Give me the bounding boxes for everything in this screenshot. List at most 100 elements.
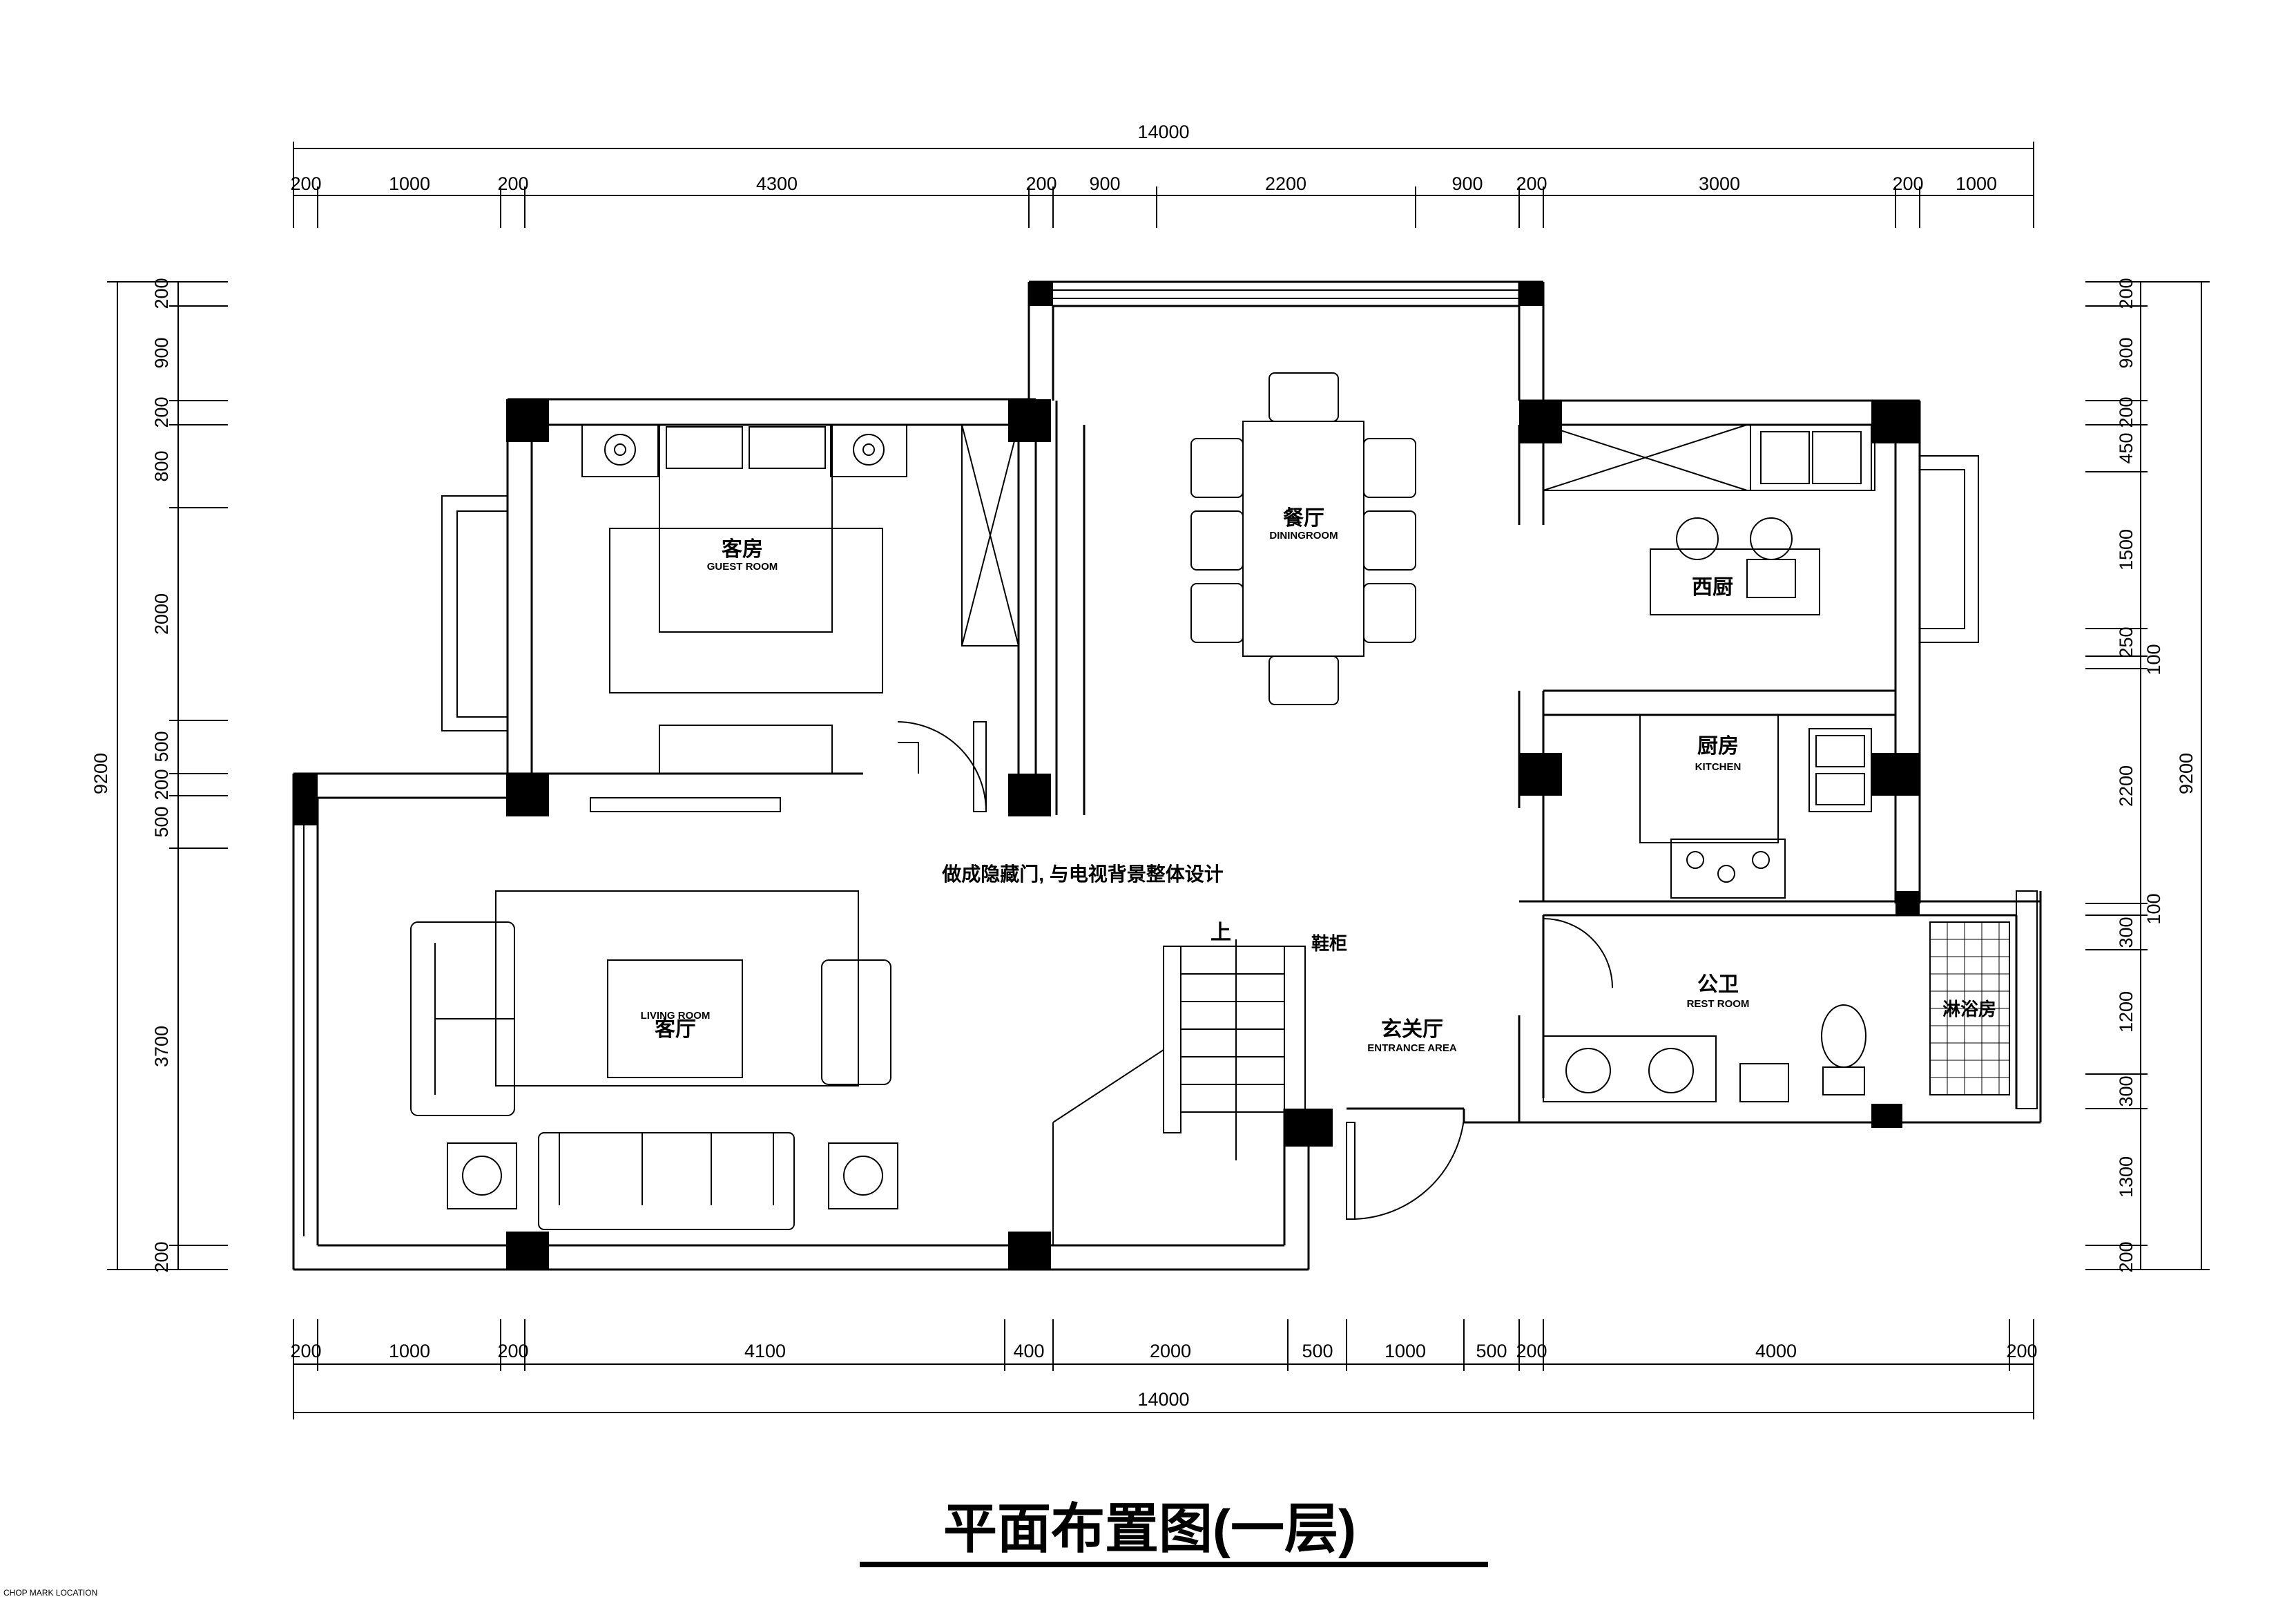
bottom-segment-labels: 200 1000 200 4100 400 2000 500 1000 500 … [290,1341,2037,1361]
dim-label: 4100 [744,1341,786,1361]
guest-room-furniture [581,424,1019,774]
top-dimension-group [293,142,2034,228]
dim-label: 100 [2143,644,2164,675]
dim-label: 200 [1025,173,1057,194]
hidden-door [897,721,987,812]
dim-label: 450 [2116,432,2136,463]
stairs-up-label: 上 [1210,921,1231,944]
dim-label: 500 [1476,1341,1507,1361]
dim-label: 200 [151,278,172,309]
bottom-dimension-group [293,1319,2034,1419]
dim-label: 900 [1089,173,1120,194]
dim-label: 1000 [1956,173,1997,194]
stove [1670,839,1786,899]
bottom-total-dimension: 14000 [1137,1389,1189,1410]
dim-label: 200 [2116,396,2136,428]
wardrobe [961,424,1019,647]
western-kitchen-furniture [1543,424,1875,615]
rest-room-label-en: REST ROOM [1687,998,1750,1010]
dim-label: 1200 [2116,991,2136,1033]
dim-label: 200 [290,1341,321,1361]
dim-label: 400 [1013,1341,1044,1361]
dim-label: 1300 [2116,1156,2136,1198]
dim-label: 2200 [1265,173,1306,194]
dining-furniture [1190,372,1416,705]
left-segment-labels: 200 900 200 800 2000 500 200 500 3700 20… [151,278,172,1272]
guest-room-label: 客房 [722,537,763,561]
sofa-bottom [538,1132,795,1230]
kitchen-counter [1639,714,1779,843]
dining-room-label-en: DININGROOM [1269,530,1338,542]
dim-label: 100 [2143,893,2164,924]
dim-label: 3000 [1699,173,1740,194]
tv-cabinet-guest [659,725,833,774]
shower-room-label: 淋浴房 [1942,999,1996,1019]
rest-room-fixtures [1543,918,2010,1102]
dim-label: 300 [2116,1075,2136,1107]
guest-room-label-en: GUEST ROOM [707,561,778,573]
shoe-cabinet [1284,946,1306,1113]
living-room-label: 客厅 [655,1017,696,1041]
right-total-dimension: 9200 [2176,753,2197,794]
dim-label: 200 [1516,1341,1547,1361]
dim-label: 4300 [756,173,798,194]
tv-wall [590,797,781,812]
left-total-dimension: 9200 [90,753,111,794]
rest-room-label: 公卫 [1697,973,1739,996]
hidden-door-note: 做成隐藏门, 与电视背景整体设计 [941,863,1224,885]
rug-living [495,890,859,1086]
dim-label: 800 [151,450,172,481]
drawing-title: 平面布置图(一层) [943,1498,1356,1559]
western-kitchen-label: 西厨 [1692,576,1733,599]
dim-label: 200 [151,396,172,428]
dining-room-label: 餐厅 [1283,507,1324,530]
kitchen-label-en: KITCHEN [1695,761,1742,773]
living-room-furniture [410,797,898,1230]
dim-label: 200 [497,1341,528,1361]
dim-label: 900 [151,337,172,368]
dim-label: 3700 [151,1026,172,1067]
dim-label: 500 [151,806,172,837]
dim-label: 2000 [151,593,172,635]
dim-label: 1000 [389,1341,430,1361]
entrance-label-en: ENTRANCE AREA [1367,1042,1457,1054]
corner-mark: CHOP MARK LOCATION [3,1588,97,1598]
dim-label: 200 [2006,1341,2037,1361]
entrance-label: 玄关厅 [1381,1017,1443,1041]
dim-label: 200 [2116,278,2136,309]
top-total-dimension: 14000 [1137,122,1189,142]
dim-label: 900 [1451,173,1483,194]
dim-label: 200 [1516,173,1547,194]
staircase [1052,939,1306,1245]
dim-label: 1000 [389,173,430,194]
living-room-label-en: LIVING ROOM [641,1010,711,1022]
coffee-table [607,959,743,1078]
dim-label: 200 [2116,1241,2136,1272]
counter [1543,424,1875,491]
dim-label: 250 [2116,626,2136,658]
rug [609,528,883,693]
nightstand-right [830,424,907,477]
dim-label: 200 [1892,173,1923,194]
nightstand-left [581,424,659,477]
kitchen-label: 厨房 [1697,735,1739,758]
armchair-right [821,959,891,1085]
entrance-door [1346,1118,1465,1220]
left-dimension-group [107,281,228,1270]
dim-label: 2000 [1150,1341,1191,1361]
shower-grid [1930,922,2009,1095]
dim-label: 1000 [1385,1341,1426,1361]
toilet [1821,1004,1866,1068]
dim-label: 4000 [1755,1341,1797,1361]
dim-label: 200 [151,1241,172,1272]
top-segment-labels: 200 1000 200 4300 200 900 2200 900 200 3… [290,173,1997,194]
island [1650,548,1820,615]
dim-label: 1500 [2116,529,2136,571]
dim-label: 200 [290,173,321,194]
dim-label: 300 [2116,917,2136,948]
dim-label: 500 [1302,1341,1333,1361]
right-segment-labels: 200 900 200 450 1500 250 100 2200 100 30… [2116,278,2164,1272]
dim-label: 900 [2116,337,2136,368]
dim-label: 500 [151,731,172,762]
dim-label: 200 [151,769,172,800]
